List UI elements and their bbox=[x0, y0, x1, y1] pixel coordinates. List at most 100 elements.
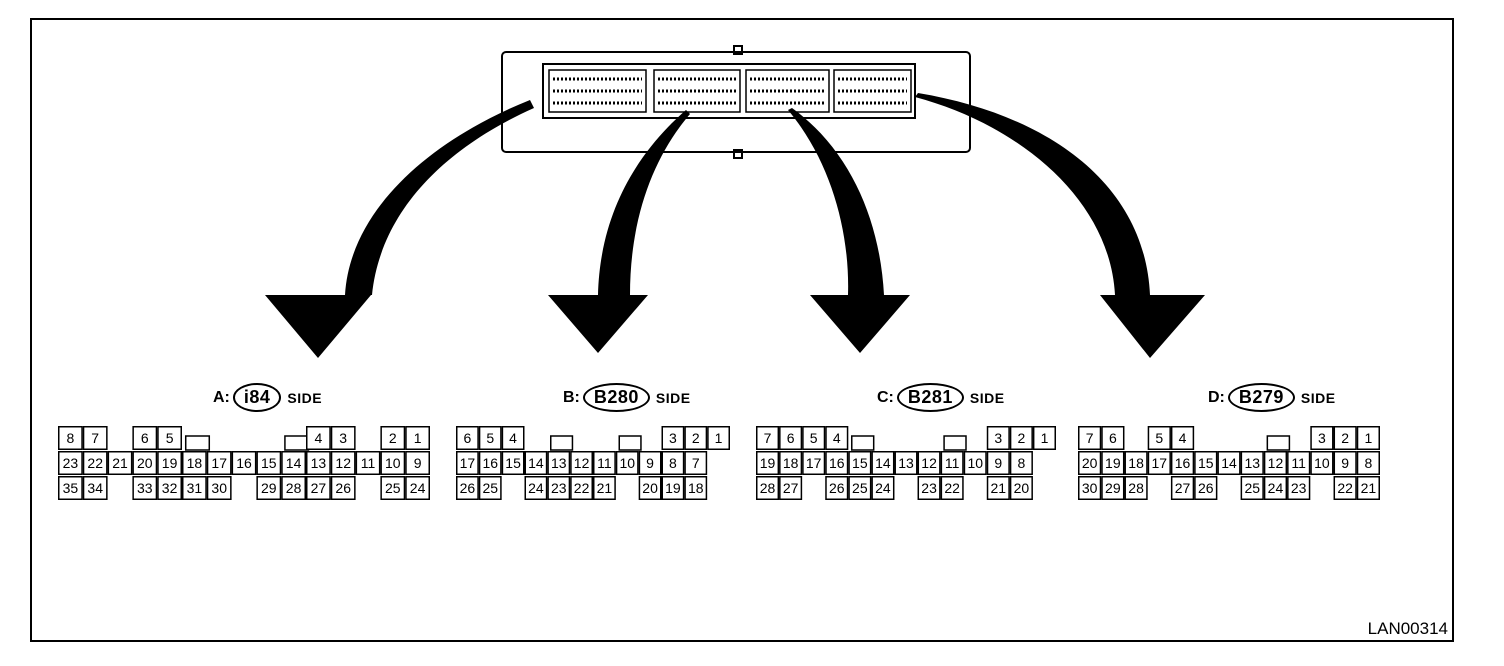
pin-number: 27 bbox=[1175, 480, 1191, 496]
pin-cell bbox=[58, 451, 83, 475]
pin-cell bbox=[848, 451, 872, 475]
connector-letter: D: bbox=[1208, 388, 1225, 406]
connector-key bbox=[943, 435, 967, 451]
pin-cell bbox=[1009, 476, 1033, 500]
pin-cell bbox=[570, 476, 593, 500]
pin-cell bbox=[1194, 451, 1218, 475]
pin-cell bbox=[1170, 476, 1195, 500]
pin-number: 27 bbox=[311, 480, 327, 496]
pin-cell bbox=[132, 476, 158, 500]
pin-number: 7 bbox=[764, 430, 772, 446]
pin-number: 26 bbox=[1198, 480, 1214, 496]
pin-number: 1 bbox=[715, 430, 723, 446]
pin-number: 7 bbox=[1086, 430, 1094, 446]
pin-cell bbox=[871, 476, 895, 500]
pin-number: 17 bbox=[806, 455, 822, 471]
connector-side: SIDE bbox=[969, 389, 1005, 406]
pin-cell bbox=[355, 451, 381, 475]
pin-cell bbox=[1078, 451, 1102, 475]
pin-cell bbox=[182, 451, 207, 475]
pin-number: 28 bbox=[1128, 480, 1144, 496]
connector-letter: C: bbox=[877, 388, 894, 406]
pin-cell bbox=[132, 426, 158, 450]
ecu-connector-sockets bbox=[548, 69, 912, 113]
pin-cell bbox=[1217, 451, 1241, 475]
pin-number: 2 bbox=[1017, 430, 1025, 446]
pin-number: 29 bbox=[1105, 480, 1121, 496]
pin-cell bbox=[501, 451, 525, 475]
pin-cell bbox=[615, 451, 639, 475]
pin-cell bbox=[963, 451, 987, 475]
pin-cell bbox=[593, 476, 616, 500]
pin-number: 13 bbox=[551, 455, 567, 471]
pin-cell bbox=[756, 476, 780, 500]
connector-side: SIDE bbox=[655, 389, 691, 406]
ecu-pin-rows bbox=[553, 77, 907, 105]
connector-c-label: C: B281 SIDE bbox=[877, 383, 1005, 412]
pin-number: 2 bbox=[389, 430, 397, 446]
pin-cell bbox=[1078, 476, 1102, 500]
pin-number: 8 bbox=[1364, 455, 1372, 471]
pin-number: 25 bbox=[852, 480, 868, 496]
pin-number: 24 bbox=[410, 480, 426, 496]
pin-number: 12 bbox=[921, 455, 937, 471]
pin-cell bbox=[593, 451, 616, 475]
pin-number: 9 bbox=[414, 455, 422, 471]
pin-number: 6 bbox=[141, 430, 149, 446]
pin-cell bbox=[779, 451, 803, 475]
pin-cell bbox=[802, 426, 826, 450]
pin-cell bbox=[661, 476, 685, 500]
pin-number: 24 bbox=[1268, 480, 1284, 496]
pin-cell bbox=[1263, 476, 1288, 500]
connector-letter: A: bbox=[213, 388, 230, 406]
pin-number: 11 bbox=[945, 455, 960, 471]
pin-cell bbox=[524, 476, 548, 500]
connector-key bbox=[1266, 435, 1291, 451]
pin-number: 20 bbox=[642, 480, 658, 496]
pin-cell bbox=[380, 451, 406, 475]
pin-number: 16 bbox=[236, 455, 252, 471]
pin-cell bbox=[871, 451, 895, 475]
pin-number: 14 bbox=[875, 455, 891, 471]
pin-cell bbox=[82, 451, 108, 475]
pin-cell bbox=[182, 476, 207, 500]
pin-number: 4 bbox=[509, 430, 517, 446]
pin-cell bbox=[986, 426, 1010, 450]
connector-d-label: D: B279 SIDE bbox=[1208, 383, 1336, 412]
pin-number: 1 bbox=[414, 430, 422, 446]
pin-cell bbox=[1333, 476, 1357, 500]
pin-number: 26 bbox=[335, 480, 351, 496]
pin-number: 30 bbox=[211, 480, 227, 496]
pin-cell bbox=[756, 451, 780, 475]
pin-cell bbox=[330, 426, 356, 450]
pin-cell bbox=[1194, 476, 1218, 500]
pin-number: 33 bbox=[137, 480, 153, 496]
pin-number: 19 bbox=[162, 455, 178, 471]
pin-cell bbox=[1170, 426, 1195, 450]
pin-cell bbox=[986, 476, 1010, 500]
pin-number: 21 bbox=[1361, 480, 1377, 496]
pin-number: 21 bbox=[597, 480, 613, 496]
pin-cell bbox=[1287, 476, 1311, 500]
pin-number: 1 bbox=[1041, 430, 1049, 446]
pin-number: 17 bbox=[1152, 455, 1168, 471]
pin-number: 27 bbox=[783, 480, 799, 496]
pin-number: 8 bbox=[1017, 455, 1025, 471]
pin-number: 24 bbox=[528, 480, 544, 496]
pin-number: 25 bbox=[482, 480, 498, 496]
pin-cell bbox=[894, 451, 918, 475]
pin-number: 16 bbox=[829, 455, 845, 471]
connector-key bbox=[851, 435, 875, 451]
pin-cell bbox=[1170, 451, 1195, 475]
pin-cell bbox=[684, 426, 708, 450]
pin-cell bbox=[405, 426, 430, 450]
arrow-to-connector-b bbox=[548, 110, 690, 353]
pin-number: 12 bbox=[574, 455, 590, 471]
pin-number: 18 bbox=[783, 455, 799, 471]
pin-number: 26 bbox=[829, 480, 845, 496]
pin-cell bbox=[1310, 426, 1334, 450]
pin-number: 10 bbox=[619, 455, 635, 471]
